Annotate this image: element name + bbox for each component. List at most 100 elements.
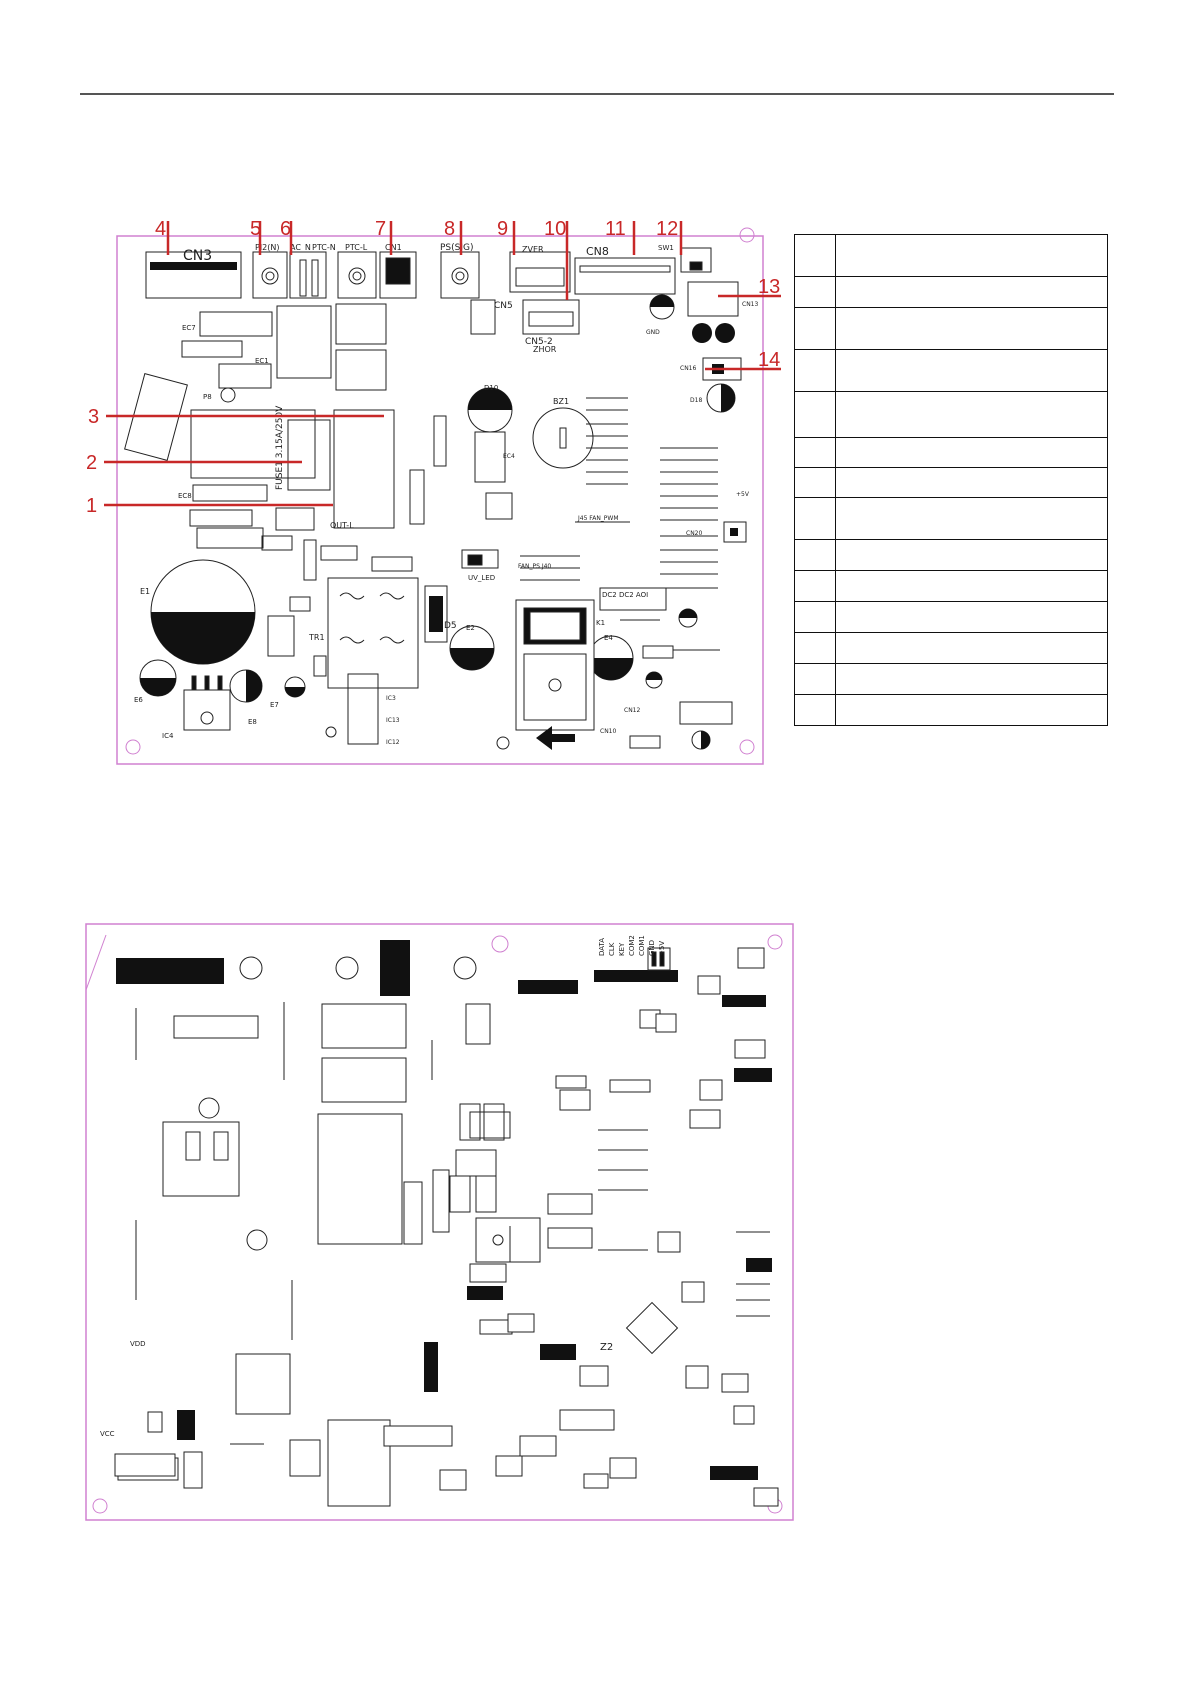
plus5v-label: +5V bbox=[658, 941, 666, 956]
legend-row bbox=[794, 601, 1108, 633]
p8-label: P8 bbox=[203, 393, 212, 401]
cn13-label: CN13 bbox=[742, 301, 758, 308]
e8-label: E8 bbox=[248, 718, 257, 726]
vcc-label: VCC bbox=[100, 1430, 115, 1438]
transformer-tr1 bbox=[327, 577, 419, 689]
legend-num bbox=[794, 497, 836, 540]
ptc-l-label: PTC-L bbox=[345, 243, 368, 252]
legend-num bbox=[794, 570, 836, 602]
ac-n-label: AC_N bbox=[290, 243, 311, 252]
header-rule bbox=[80, 93, 1114, 95]
zver-connector bbox=[509, 247, 712, 335]
legend-row bbox=[794, 663, 1108, 695]
d10-label: D10 bbox=[484, 384, 498, 392]
legend-num bbox=[794, 539, 836, 571]
legend-num bbox=[794, 276, 836, 308]
legend-row bbox=[794, 391, 1108, 438]
board-holes bbox=[198, 956, 504, 1251]
cn5-2-label: CN5-2 bbox=[525, 337, 553, 347]
bz1-label: BZ1 bbox=[553, 397, 569, 406]
legend-row bbox=[794, 437, 1108, 468]
callout-8: 8 bbox=[444, 218, 455, 240]
capacitor-e8 bbox=[284, 676, 306, 698]
gnd-label: GND bbox=[648, 940, 656, 956]
ec7-label: EC7 bbox=[182, 324, 196, 332]
legend-desc bbox=[835, 349, 1108, 392]
terminal-blocks bbox=[252, 251, 480, 299]
out-l-label: OUT-L bbox=[330, 521, 354, 530]
center-components bbox=[261, 299, 513, 745]
buzzer-bz1 bbox=[532, 407, 594, 469]
bottom-outlines bbox=[117, 1003, 651, 1507]
callout-legend-table bbox=[794, 234, 1108, 726]
callout-13: 13 bbox=[758, 276, 780, 298]
bottom-capacitors bbox=[183, 1103, 505, 1489]
direction-arrow-icon bbox=[536, 726, 575, 750]
pcb-bottom-outline bbox=[85, 923, 794, 1521]
z2-label: Z2 bbox=[600, 1342, 613, 1353]
fan-pwm-label: J45 FAN_PWM bbox=[577, 515, 619, 522]
ec4-label: EC4 bbox=[503, 453, 515, 460]
ec8-label: EC8 bbox=[178, 492, 192, 500]
callout-6: 6 bbox=[280, 218, 291, 240]
legend-desc bbox=[835, 467, 1108, 498]
capacitor-e7 bbox=[229, 669, 263, 703]
callout-10: 10 bbox=[544, 218, 566, 240]
zhor-label: ZHOR bbox=[533, 345, 557, 354]
cn16-label: CN16 bbox=[680, 365, 696, 372]
capacitor-e2 bbox=[449, 625, 495, 671]
pcb-top-diagram: CN3 PI2(N) AC_N PTC-N PTC-L CN1 PS(SIG) … bbox=[86, 218, 781, 765]
black-pads bbox=[116, 940, 772, 1480]
callout-4: 4 bbox=[155, 218, 166, 240]
legend-desc bbox=[835, 694, 1108, 726]
capacitor-e1 bbox=[150, 559, 256, 665]
mount-hole bbox=[739, 227, 755, 243]
legend-row bbox=[794, 632, 1108, 664]
smd-pads bbox=[114, 947, 779, 1507]
p8-pad bbox=[220, 387, 236, 403]
legend-desc bbox=[835, 234, 1108, 277]
legend-num bbox=[794, 601, 836, 633]
callouts bbox=[104, 221, 781, 507]
legend-desc bbox=[835, 437, 1108, 468]
cn12-label: CN12 bbox=[624, 707, 640, 714]
legend-desc bbox=[835, 601, 1108, 633]
com1-label: COM1 bbox=[638, 935, 646, 956]
callout-9: 9 bbox=[497, 218, 508, 240]
legend-num bbox=[794, 391, 836, 438]
mount-hole bbox=[325, 726, 337, 738]
sw1-label: SW1 bbox=[658, 244, 674, 252]
cn5-label: CN5 bbox=[494, 301, 513, 311]
pcb-top-outline bbox=[116, 235, 764, 765]
uv-led-label: UV_LED bbox=[468, 574, 495, 582]
k1-label: K1 bbox=[596, 619, 605, 627]
cn1-label: CN1 bbox=[385, 243, 402, 252]
callout-3: 3 bbox=[88, 406, 99, 428]
legend-row bbox=[794, 539, 1108, 571]
mount-hole bbox=[496, 736, 510, 750]
right-components bbox=[629, 281, 747, 750]
mount-hole bbox=[125, 739, 141, 755]
ic4-label: IC4 bbox=[162, 732, 174, 740]
callout-7: 7 bbox=[375, 218, 386, 240]
mount-hole bbox=[739, 739, 755, 755]
e4-label: E4 bbox=[604, 634, 613, 642]
callout-12: 12 bbox=[656, 218, 678, 240]
diode-d5 bbox=[424, 585, 448, 643]
callout-1: 1 bbox=[86, 495, 97, 517]
legend-num bbox=[794, 467, 836, 498]
ps-sig-label: PS(SIG) bbox=[440, 243, 474, 253]
ec1-label: EC1 bbox=[255, 357, 269, 365]
capacitor-e6 bbox=[139, 659, 177, 697]
main-mcu-ic bbox=[625, 1301, 679, 1355]
legend-desc bbox=[835, 632, 1108, 664]
legend-num bbox=[794, 632, 836, 664]
legend-desc bbox=[835, 276, 1108, 308]
legend-row bbox=[794, 234, 1108, 277]
legend-desc bbox=[835, 391, 1108, 438]
legend-num bbox=[794, 349, 836, 392]
zver-label: ZVER bbox=[522, 245, 544, 254]
capacitor-e4 bbox=[588, 635, 634, 681]
pi2n-label: PI2(N) bbox=[255, 243, 280, 252]
fuse-label: FUSE1 3.15A/250V bbox=[275, 405, 285, 490]
